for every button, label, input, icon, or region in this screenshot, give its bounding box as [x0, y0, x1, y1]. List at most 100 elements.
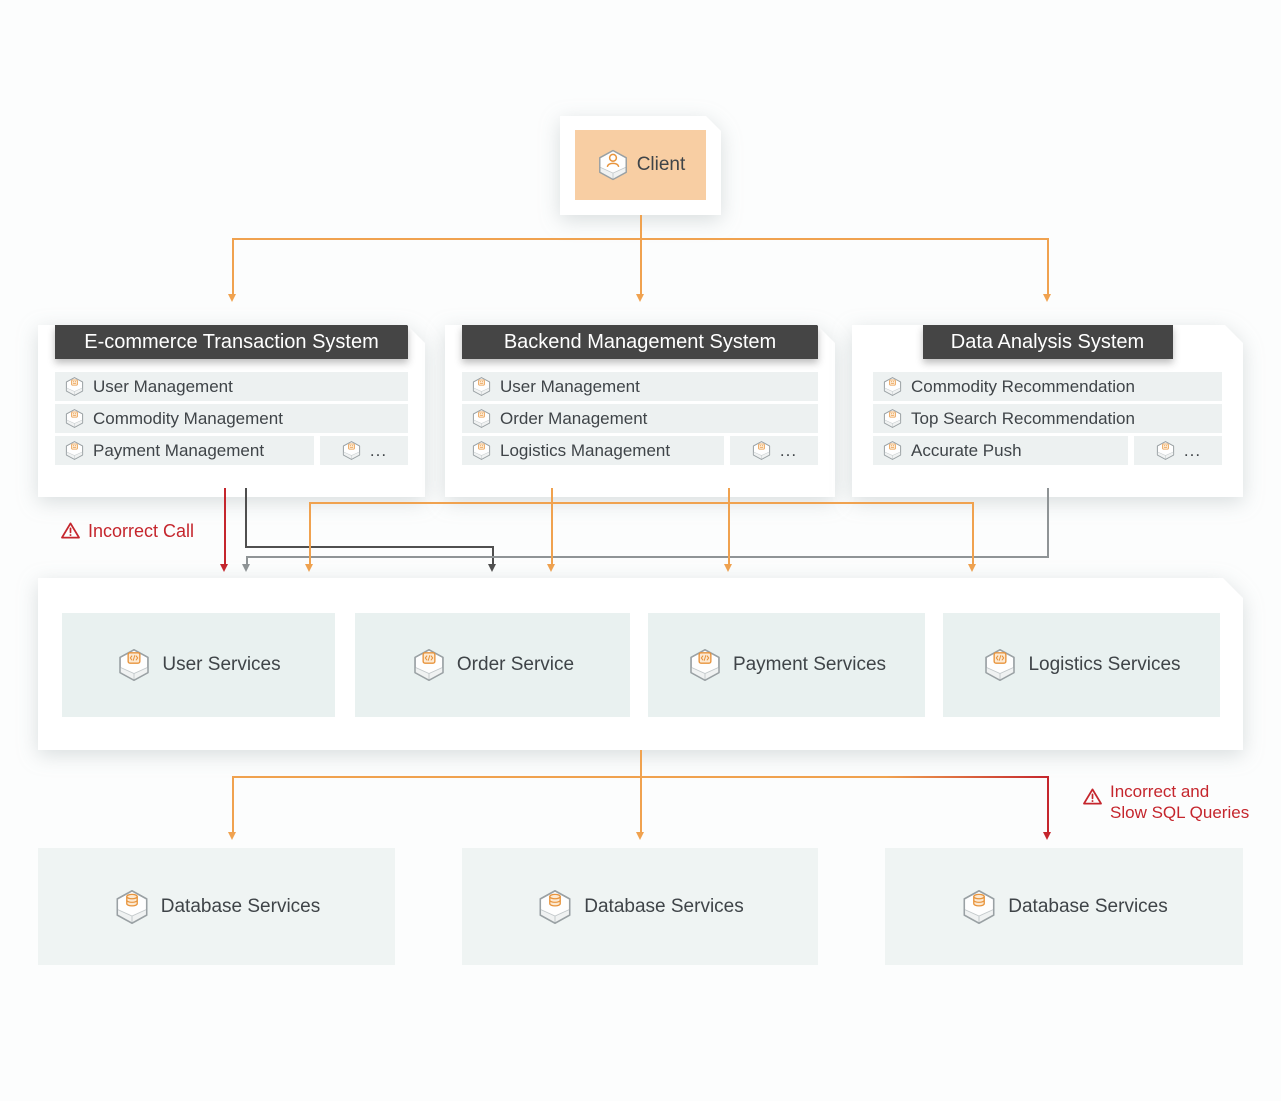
arrowhead-down-icon: [1043, 832, 1051, 840]
system-item: Order Management: [462, 404, 818, 433]
client-drop-right-line: [1047, 238, 1049, 294]
dark-connector-line: [245, 546, 494, 548]
system-item: Payment Management: [55, 436, 314, 465]
hexagon-code-icon: [411, 647, 447, 683]
arrowhead-down-icon: [242, 564, 250, 572]
hexagon-badge-icon: [64, 440, 85, 461]
system-item: User Management: [55, 372, 408, 401]
dark-connector-line: [492, 546, 494, 564]
system-more-box: ...: [1134, 436, 1222, 465]
item-label: Commodity Recommendation: [911, 376, 1135, 396]
service-box-logistics: Logistics Services: [943, 613, 1220, 717]
arrowhead-down-icon: [724, 564, 732, 572]
hexagon-badge-icon: [471, 440, 492, 461]
client-bus-stem-line: [640, 215, 642, 240]
database-label: Database Services: [1008, 895, 1168, 917]
hexagon-badge-icon: [64, 408, 85, 429]
database-label: Database Services: [584, 895, 744, 917]
arrowhead-down-icon: [220, 564, 228, 572]
ellipsis-label: ...: [369, 440, 388, 460]
database-box-1: Database Services: [38, 848, 395, 965]
arrowhead-down-icon: [968, 564, 976, 572]
hexagon-code-icon: [982, 647, 1018, 683]
incorrect-call-label: Incorrect Call: [88, 521, 195, 541]
ellipsis-label: ...: [1183, 440, 1202, 460]
service-box-user: User Services: [62, 613, 335, 717]
hexagon-badge-icon: [882, 376, 903, 397]
arrowhead-down-icon: [636, 294, 644, 302]
system-card-backend: Backend Management System User Managemen…: [445, 308, 835, 480]
hexagon-database-icon: [539, 889, 571, 924]
gray-connector-line: [246, 556, 1049, 558]
ellipsis-label: ...: [779, 440, 798, 460]
backend-drop-line: [551, 488, 553, 564]
system-card-data-analysis: Data Analysis System Commodity Recommend…: [852, 308, 1243, 480]
incorrect-call-line: [224, 488, 226, 564]
services-bus-stem-line: [640, 750, 642, 778]
db-drop-right-line-slow-sql: [1047, 776, 1049, 832]
backend-drop-line: [972, 502, 974, 564]
system-header: Backend Management System: [462, 325, 818, 359]
gray-connector-line: [246, 556, 248, 564]
arrowhead-down-icon: [228, 832, 236, 840]
client-drop-center-line: [640, 238, 642, 294]
arrowhead-down-icon: [636, 832, 644, 840]
gray-connector-line: [1047, 488, 1049, 558]
backend-drop-line: [728, 488, 730, 564]
system-item: Top Search Recommendation: [873, 404, 1222, 433]
hexagon-badge-icon: [751, 440, 772, 461]
arrowhead-down-icon: [488, 564, 496, 572]
dark-connector-line: [245, 488, 247, 548]
slow-sql-annotation: Incorrect and Slow SQL Queries: [1082, 781, 1249, 823]
hexagon-badge-icon: [1155, 440, 1176, 461]
system-item: User Management: [462, 372, 818, 401]
system-header: Data Analysis System: [923, 325, 1173, 359]
services-container: User Services Order Service Payment Serv…: [38, 578, 1243, 750]
service-label: User Services: [162, 654, 281, 675]
arrowhead-down-icon: [1043, 294, 1051, 302]
database-label: Database Services: [160, 895, 321, 917]
warning-triangle-icon: [61, 522, 80, 539]
system-title: E-commerce Transaction System: [84, 330, 379, 353]
system-item: Accurate Push: [873, 436, 1128, 465]
system-more-box: ...: [730, 436, 818, 465]
slow-sql-label-line1: Incorrect and: [1110, 782, 1210, 801]
service-label: Order Service: [456, 654, 575, 675]
system-title: Backend Management System: [503, 330, 777, 353]
system-item: Logistics Management: [462, 436, 724, 465]
arrowhead-down-icon: [228, 294, 236, 302]
hexagon-badge-icon: [471, 408, 492, 429]
hexagon-badge-icon: [882, 440, 903, 461]
hexagon-code-icon: [687, 647, 723, 683]
arrowhead-down-icon: [547, 564, 555, 572]
service-label: Logistics Services: [1028, 654, 1181, 675]
database-box-3: Database Services: [885, 848, 1243, 965]
arrowhead-down-icon: [305, 564, 313, 572]
client-drop-left-line: [232, 238, 234, 294]
incorrect-call-annotation: Incorrect Call: [60, 521, 194, 542]
warning-triangle-icon: [1083, 788, 1102, 805]
service-box-payment: Payment Services: [648, 613, 925, 717]
item-label: Accurate Push: [911, 440, 1022, 460]
system-header: E-commerce Transaction System: [55, 325, 408, 359]
client-box: Client: [575, 130, 706, 200]
hexagon-code-icon: [116, 647, 152, 683]
backend-drop-line: [309, 502, 311, 564]
item-label: User Management: [500, 376, 640, 396]
system-item: Commodity Management: [55, 404, 408, 433]
db-drop-left-line: [232, 776, 234, 832]
item-label: Top Search Recommendation: [911, 408, 1135, 428]
system-title: Data Analysis System: [950, 330, 1145, 353]
slow-sql-label-line2: Slow SQL Queries: [1110, 803, 1250, 822]
item-label: Logistics Management: [500, 440, 671, 460]
item-label: Payment Management: [93, 440, 265, 460]
hexagon-badge-icon: [882, 408, 903, 429]
item-label: Order Management: [500, 408, 648, 428]
item-label: Commodity Management: [93, 408, 283, 428]
item-label: User Management: [93, 376, 233, 396]
backend-bus-line: [309, 502, 974, 504]
client-card: Client: [560, 116, 721, 215]
db-drop-center-line: [640, 776, 642, 832]
hexagon-badge-icon: [64, 376, 85, 397]
service-box-order: Order Service: [355, 613, 630, 717]
